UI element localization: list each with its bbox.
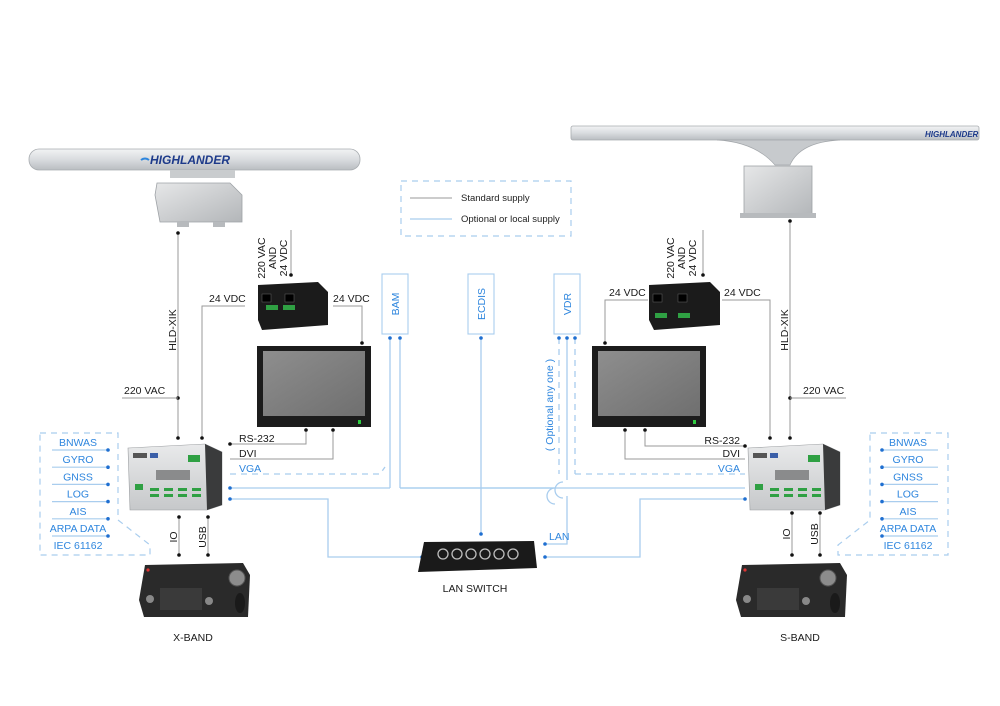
sensor-connector-dot (106, 499, 110, 504)
right-usb-label: USB (809, 523, 821, 545)
sensor-label: BNWAS (59, 437, 97, 449)
x-band-antenna: HIGHLANDER (28, 148, 361, 227)
optional-any-one-note: ( Optional any one ) (544, 359, 556, 451)
left-power-supply (258, 282, 328, 330)
left-monitor (257, 346, 371, 427)
vdr-box[interactable]: VDR (553, 273, 581, 335)
bam-box[interactable]: BAM (381, 273, 409, 335)
right-psu-input-line1: 220 VAC (665, 237, 677, 279)
legend: Standard supply Optional or local supply (400, 180, 572, 237)
right-rs232-label: RS-232 (704, 435, 740, 447)
right-processing-unit (747, 443, 841, 511)
sensor-label: GNSS (893, 471, 923, 483)
left-keyboard (139, 563, 250, 617)
brand-logo: HIGHLANDER (150, 153, 230, 167)
sensor-label: ARPA DATA (50, 523, 107, 535)
sensor-label: GYRO (893, 454, 924, 466)
right-monitor (592, 346, 706, 427)
right-psu-out-left-label: 24 VDC (609, 287, 646, 299)
left-psu-input-line3: 24 VDC (278, 239, 290, 276)
sensor-label: BNWAS (889, 437, 927, 449)
sensor-label: ARPA DATA (880, 523, 937, 535)
brand-wave-icon (140, 157, 150, 161)
x-band-label: X-BAND (173, 632, 213, 644)
antenna-gearbox (743, 165, 813, 217)
antenna-radome (570, 125, 980, 141)
sensor-label: IEC 61162 (884, 540, 933, 552)
right-vga-label: VGA (718, 463, 740, 475)
sensor-connector-dot (880, 534, 884, 538)
bam-label: BAM (390, 293, 402, 316)
lan-label: LAN (549, 531, 569, 543)
sensor-connector-dot (880, 517, 884, 521)
sensor-connector-dot (106, 482, 110, 487)
sensor-label: GYRO (63, 454, 94, 466)
antenna-turntable (170, 170, 235, 178)
left-rs232-label: RS-232 (239, 433, 275, 445)
left-usb-label: USB (197, 526, 209, 548)
sensor-connector-dot (880, 448, 884, 452)
right-psu-input-line3: 24 VDC (687, 239, 699, 276)
left-psu-input-line2: AND (267, 246, 279, 269)
sensor-label: LOG (67, 489, 89, 501)
sensor-connector-dot (880, 499, 884, 504)
sensor-label: AIS (70, 506, 87, 518)
brand-logo: HIGHLANDER (925, 130, 979, 139)
sensor-connector-dot (106, 534, 110, 538)
right-keyboard (736, 563, 847, 617)
right-dvi-label: DVI (722, 448, 740, 460)
s-band-antenna: HIGHLANDER (570, 125, 980, 218)
network-wiring (228, 336, 747, 559)
vdr-label: VDR (562, 292, 574, 315)
right-sensor-inputs: BNWAS GYRO GNSS LOG AIS ARPA DATA IEC 61162 (837, 432, 949, 556)
right-io-label: IO (781, 528, 793, 539)
left-dvi-label: DVI (239, 448, 257, 460)
legend-optional-label: Optional or local supply (461, 214, 560, 225)
left-io-label: IO (168, 531, 180, 542)
sensor-label: IEC 61162 (54, 540, 103, 552)
lan-switch-label: LAN SWITCH (443, 583, 508, 595)
right-cable-label: HLD-XIK (779, 309, 791, 350)
left-psu-input-line1: 220 VAC (256, 237, 268, 279)
antenna-gearbox (154, 182, 243, 223)
s-band-label: S-BAND (780, 632, 820, 644)
right-psu-out-right-label: 24 VDC (724, 287, 761, 299)
left-power-in-label: 220 VAC (124, 385, 166, 397)
left-vga-label: VGA (239, 463, 261, 475)
left-wiring (122, 230, 386, 557)
legend-border (400, 180, 572, 237)
sensor-label: GNSS (63, 471, 93, 483)
right-wiring (575, 219, 846, 557)
sensor-connector-dot (106, 448, 110, 452)
sensor-label: LOG (897, 489, 919, 501)
sensor-label: AIS (900, 506, 917, 518)
lan-switch (418, 541, 537, 572)
left-psu-out-right-label: 24 VDC (333, 293, 370, 305)
sensor-connector-dot (106, 517, 110, 521)
ecdis-box[interactable]: ECDIS (467, 273, 495, 335)
right-power-supply (649, 282, 720, 330)
sensor-connector-dot (880, 465, 884, 470)
right-power-in-label: 220 VAC (803, 385, 845, 397)
right-psu-input-line2: AND (676, 246, 688, 269)
legend-standard-label: Standard supply (461, 193, 530, 204)
antenna-pedestal (716, 139, 841, 166)
left-processing-unit (127, 443, 223, 511)
sensor-connector-dot (880, 482, 884, 487)
left-cable-label: HLD-XIK (167, 309, 179, 350)
left-sensor-inputs: BNWAS GYRO GNSS LOG AIS ARPA DATA IEC 61162 (39, 432, 151, 556)
left-psu-out-left-label: 24 VDC (209, 293, 246, 305)
ecdis-label: ECDIS (476, 288, 488, 320)
sensor-connector-dot (106, 465, 110, 470)
